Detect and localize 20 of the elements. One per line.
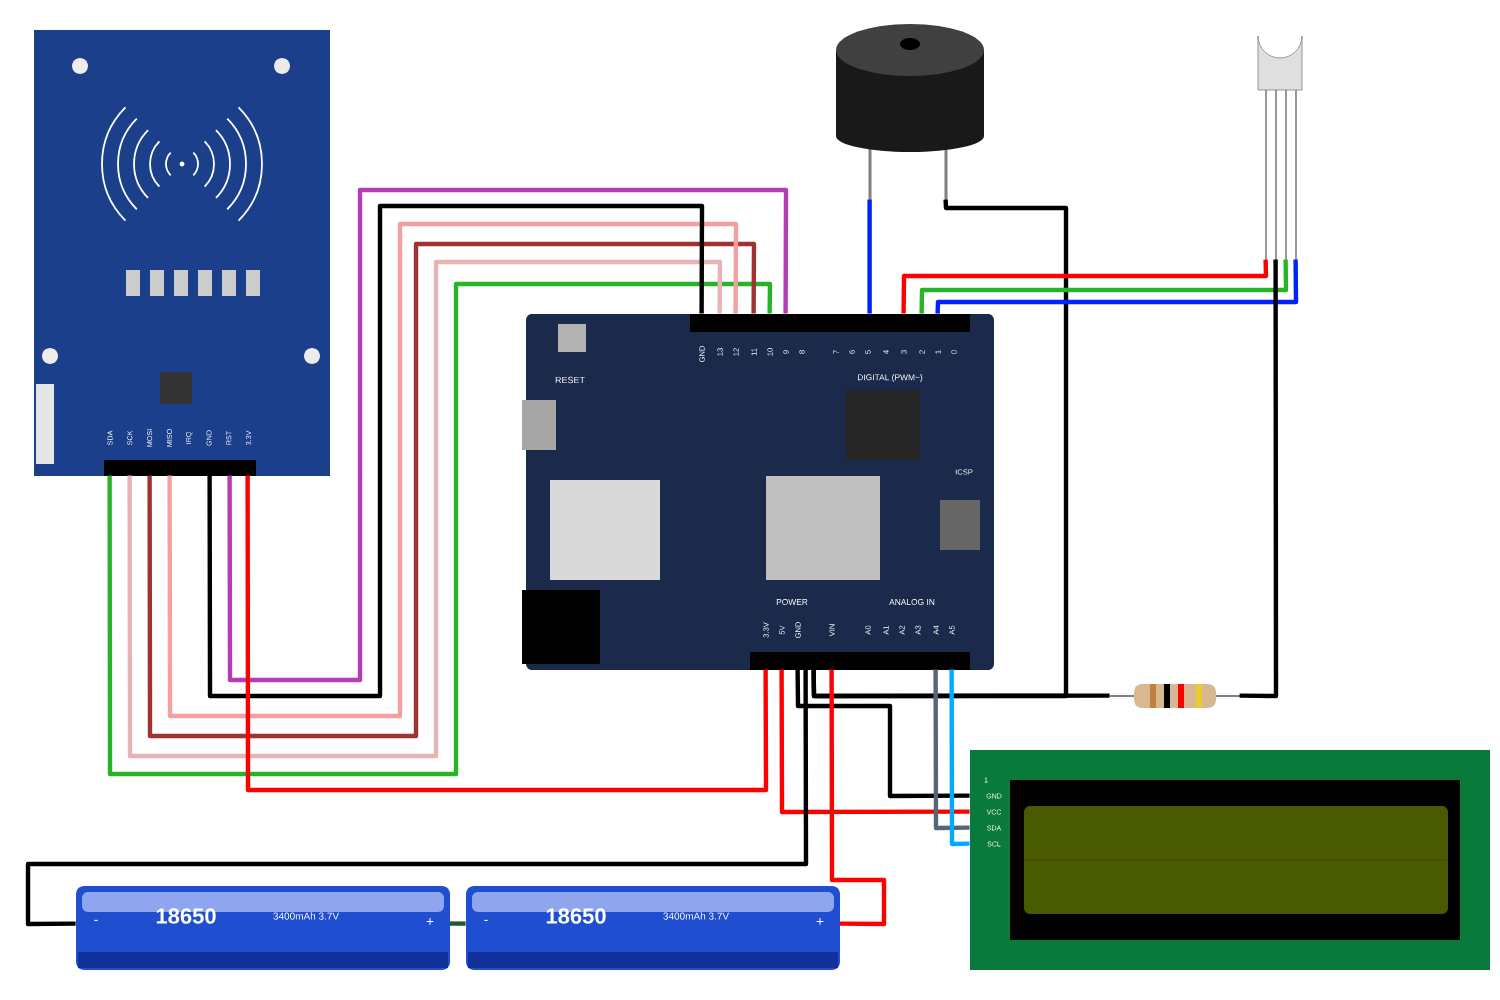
wire — [933, 669, 970, 831]
battery-label: 18650 — [546, 908, 606, 924]
wire — [245, 475, 769, 793]
battery-label: 18650 — [156, 908, 216, 924]
resistor-drawing — [1109, 684, 1241, 708]
wire — [207, 203, 705, 699]
wire — [829, 669, 887, 927]
wire — [811, 669, 1110, 699]
wire — [949, 669, 970, 847]
wire — [867, 199, 872, 314]
wire — [779, 669, 970, 815]
wire — [227, 187, 789, 683]
wire — [795, 669, 970, 799]
wire — [1239, 259, 1279, 699]
wire — [127, 259, 723, 759]
led-drawing — [1257, 35, 1303, 261]
wire — [107, 281, 773, 777]
wire — [449, 921, 466, 926]
buzzer-drawing — [836, 24, 984, 202]
wire — [25, 669, 809, 927]
